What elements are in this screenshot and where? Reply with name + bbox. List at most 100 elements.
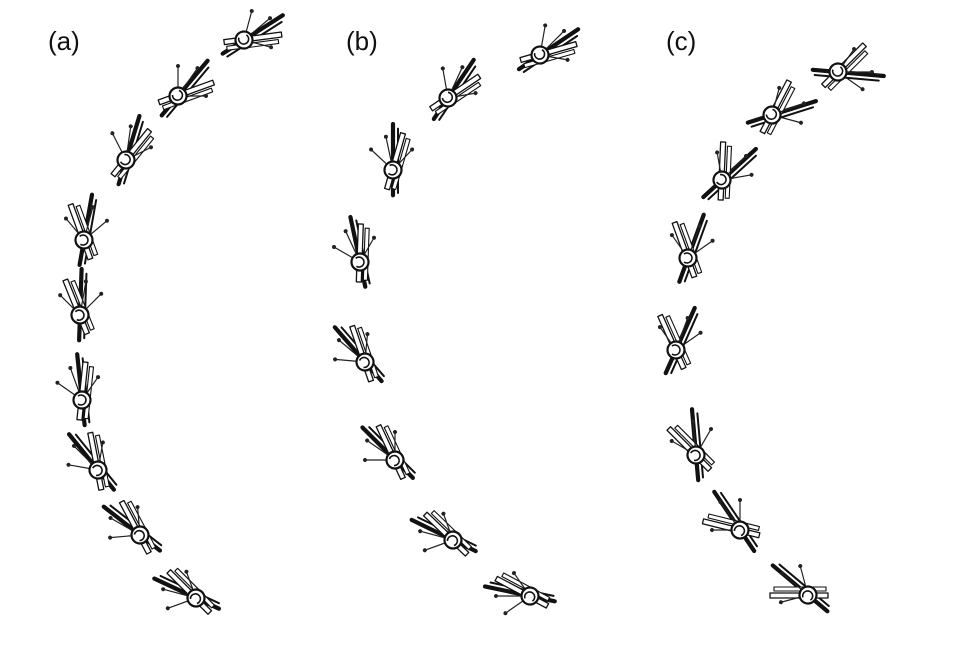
antenna-tip: [778, 600, 783, 605]
walker-glyph-c-20: [669, 212, 715, 284]
antenna-tip: [249, 9, 254, 14]
hub-ring: [666, 340, 686, 360]
antenna-tip: [777, 85, 782, 90]
antenna-tip: [332, 245, 337, 250]
antenna-tip: [738, 497, 743, 502]
antenna-tip: [441, 511, 446, 516]
hub-ring: [74, 230, 94, 250]
walker-glyph-a-3: [64, 192, 109, 268]
antenna-tip: [801, 101, 806, 106]
antenna-tip: [543, 23, 548, 28]
antenna-tip: [365, 438, 370, 443]
antenna-tip: [565, 57, 570, 62]
antenna-tip: [148, 145, 153, 150]
hub-ring: [443, 530, 463, 550]
antenna-tip: [184, 569, 189, 574]
walker-glyph-c-21: [657, 305, 703, 376]
antenna-tip: [669, 233, 674, 238]
hub-ring: [350, 252, 370, 272]
antenna-tip: [203, 94, 208, 99]
antenna-tip: [175, 63, 180, 68]
walker-glyph-a-6: [66, 431, 118, 492]
antenna-tip: [709, 427, 714, 432]
panel-label-a: (a): [48, 26, 80, 56]
antenna-tip: [852, 47, 857, 52]
antenna-tip: [362, 458, 367, 463]
antenna-tip: [333, 357, 338, 362]
antenna-tip: [108, 535, 113, 540]
antenna-tip: [135, 505, 140, 510]
hub-ring: [385, 450, 405, 470]
antenna-tip: [66, 462, 71, 467]
antenna-tip: [372, 235, 377, 240]
walker-glyph-a-7: [101, 499, 163, 555]
antenna-tip: [473, 91, 478, 96]
antenna-tip: [869, 70, 874, 75]
walker-glyph-c-17: [810, 42, 886, 92]
antenna-tip: [779, 571, 784, 576]
walker-glyph-a-2: [110, 113, 155, 187]
antenna-tip: [440, 66, 445, 71]
antenna-tip: [104, 218, 109, 223]
antenna-tip: [96, 375, 101, 380]
antenna-tip: [503, 611, 508, 616]
antenna-tip: [860, 87, 865, 92]
hub-ring: [762, 105, 782, 125]
hub-ring: [72, 390, 92, 410]
walker-glyph-b-15: [409, 510, 478, 557]
antenna-tip: [393, 430, 398, 435]
antenna-tip: [710, 238, 715, 243]
hub-ring: [355, 352, 375, 372]
antenna-tip: [365, 332, 370, 337]
antenna-tip: [383, 134, 388, 139]
antenna-tip: [336, 338, 341, 343]
antenna-tip: [268, 16, 273, 21]
antenna-tip: [460, 65, 465, 70]
panel-label-c: (c): [666, 26, 696, 56]
antenna-tip: [710, 528, 715, 533]
antenna-tip: [749, 172, 754, 177]
antenna-tip: [90, 205, 95, 210]
antenna-tip: [697, 224, 702, 229]
antenna-tip: [58, 293, 63, 298]
hub-ring: [383, 160, 403, 180]
walker-glyphs: [55, 9, 886, 616]
antenna-tip: [68, 366, 73, 371]
antenna-tip: [410, 147, 415, 152]
antenna-tip: [83, 279, 88, 284]
walker-glyph-b-14: [360, 424, 416, 481]
walker-glyph-c-24: [769, 563, 830, 614]
antenna-tip: [698, 330, 703, 335]
antenna-tip: [715, 150, 720, 155]
antenna-tip: [99, 291, 104, 296]
antenna-tip: [422, 548, 427, 553]
antenna-tip: [108, 516, 113, 521]
hub-ring: [438, 88, 458, 108]
antenna-tip: [195, 66, 200, 71]
antenna-tip: [744, 153, 749, 158]
antenna-tip: [128, 124, 133, 129]
walker-glyph-a-0: [220, 9, 285, 58]
antenna-tip: [718, 500, 723, 505]
antenna-tip: [691, 419, 696, 424]
antenna-tip: [71, 443, 76, 448]
antenna-tip: [64, 216, 69, 221]
walker-glyph-b-9: [516, 23, 581, 74]
hub-ring: [130, 525, 150, 545]
walker-glyph-b-10: [429, 57, 482, 122]
antenna-tip: [100, 440, 105, 445]
antenna-tip: [669, 439, 674, 444]
antenna-tip: [369, 147, 374, 152]
walker-glyph-c-18: [745, 79, 818, 136]
antenna-tip: [511, 571, 516, 576]
antenna-tip: [562, 28, 567, 33]
walker-glyph-a-1: [157, 58, 216, 118]
antenna-tip: [343, 229, 348, 234]
walker-glyph-c-23: [701, 489, 761, 554]
hub-ring: [168, 86, 188, 106]
hub-ring: [186, 588, 206, 608]
walker-glyph-b-11: [369, 121, 415, 198]
walker-glyph-b-16: [482, 571, 557, 616]
antenna-tip: [110, 131, 115, 136]
